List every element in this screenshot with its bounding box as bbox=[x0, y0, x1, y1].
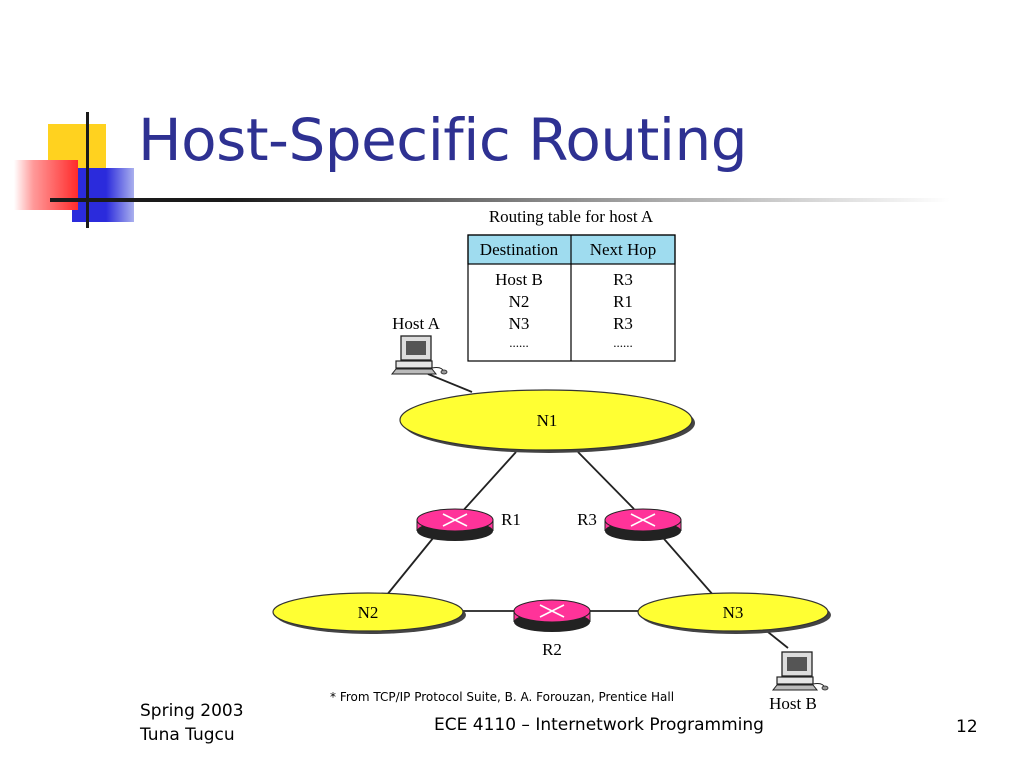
table-cell: ...... bbox=[509, 335, 529, 350]
router-r1-icon bbox=[416, 508, 494, 541]
table-cell: ...... bbox=[613, 335, 633, 350]
table-cell: Host B bbox=[495, 270, 543, 289]
page-title: Host-Specific Routing bbox=[138, 106, 748, 174]
router-r3-icon bbox=[604, 508, 682, 541]
link-n3-host-b bbox=[767, 631, 789, 649]
network-n2 bbox=[272, 592, 464, 632]
link-n1-r3 bbox=[577, 451, 635, 510]
footer-course: ECE 4110 – Internetwork Programming bbox=[434, 715, 764, 735]
source-credit: * From TCP/IP Protocol Suite, B. A. Foro… bbox=[330, 690, 675, 704]
router-r1-label: R1 bbox=[501, 510, 521, 529]
table-cell: R1 bbox=[613, 292, 633, 311]
table-caption: Routing table for host A bbox=[489, 207, 654, 226]
decor-vertical-line bbox=[86, 112, 89, 228]
router-r3-label: R3 bbox=[577, 510, 597, 529]
table-cell: N3 bbox=[509, 314, 530, 333]
link-r1-n2 bbox=[385, 531, 439, 597]
host-b-computer-icon bbox=[771, 651, 829, 691]
network-n3-label: N3 bbox=[723, 603, 744, 622]
footer-date: Spring 2003 bbox=[140, 701, 244, 721]
table-cell: R3 bbox=[613, 314, 633, 333]
router-r2-label: R2 bbox=[542, 640, 562, 659]
network-n1 bbox=[399, 389, 693, 451]
network-n3 bbox=[637, 592, 829, 632]
router-r2-icon bbox=[513, 599, 591, 632]
network-n1-label: N1 bbox=[537, 411, 558, 430]
decor-blue-square bbox=[72, 168, 134, 222]
table-header-next-hop: Next Hop bbox=[590, 240, 657, 259]
host-a-computer-icon bbox=[390, 335, 448, 375]
title-rule bbox=[50, 198, 950, 202]
network-n2-label: N2 bbox=[358, 603, 379, 622]
host-a-label: Host A bbox=[392, 314, 440, 333]
table-cell: N2 bbox=[509, 292, 530, 311]
table-cell: R3 bbox=[613, 270, 633, 289]
footer-author: Tuna Tugcu bbox=[140, 725, 235, 745]
link-host-a-n1 bbox=[427, 373, 473, 393]
link-r3-n3 bbox=[657, 531, 715, 597]
link-n1-r1 bbox=[459, 451, 517, 515]
table-header-destination: Destination bbox=[480, 240, 559, 259]
page-number: 12 bbox=[956, 717, 978, 737]
host-b-label: Host B bbox=[769, 694, 817, 713]
